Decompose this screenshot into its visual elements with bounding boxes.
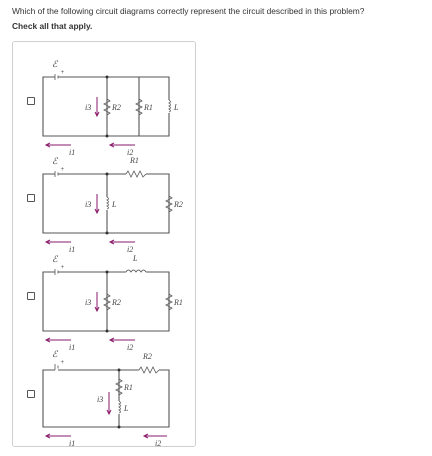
circuit-diagram-4: ℰ + R2 R1 L i3 i1 i2 xyxy=(42,349,170,447)
option-3-checkbox[interactable] xyxy=(27,292,35,300)
emf-label: ℰ xyxy=(52,156,59,166)
r2-label: R2 xyxy=(111,298,121,307)
r2-label: R2 xyxy=(173,200,183,209)
option-2-checkbox[interactable] xyxy=(27,194,35,202)
i1-label: i1 xyxy=(69,245,75,254)
i3-label: i3 xyxy=(97,395,103,404)
question-instruction: Check all that apply. xyxy=(12,21,93,31)
r1-label: R1 xyxy=(123,383,133,392)
inductor-symbol xyxy=(125,269,147,273)
junction-dot xyxy=(105,134,109,138)
i3-label: i3 xyxy=(85,298,91,307)
circuit-loop xyxy=(42,369,170,428)
option-2: ℰ + R1 L R2 i3 i1 xyxy=(13,154,197,254)
r1-label: R1 xyxy=(173,298,183,307)
resistor-r1-symbol xyxy=(165,293,173,311)
i1-label: i1 xyxy=(69,343,75,352)
circuit-diagram-3: ℰ + L R2 R1 i3 i1 i2 xyxy=(42,254,183,352)
junction-dot xyxy=(105,231,109,235)
i2-label: i2 xyxy=(127,148,133,157)
emf-label: ℰ xyxy=(52,254,59,264)
junction-dot xyxy=(105,270,109,274)
r1-label: R1 xyxy=(129,156,139,165)
resistor-r1-symbol xyxy=(125,170,147,178)
option-4-checkbox[interactable] xyxy=(27,390,35,398)
junction-dot xyxy=(117,425,121,429)
option-4: ℰ + R2 R1 L i3 i1 i2 xyxy=(13,347,197,447)
circuit-diagram-2: ℰ + R1 L R2 i3 i1 xyxy=(42,156,183,254)
circuit-loop xyxy=(42,271,170,332)
junction-dot xyxy=(105,75,109,79)
i1-label: i1 xyxy=(69,148,75,157)
r2-label: R2 xyxy=(142,352,152,361)
resistor-r1-symbol xyxy=(115,378,123,396)
i2-label: i2 xyxy=(127,343,133,352)
option-1-checkbox[interactable] xyxy=(27,97,35,105)
resistor-r1-symbol xyxy=(135,98,143,116)
battery-plus: + xyxy=(60,68,65,76)
resistor-r2-symbol xyxy=(103,98,111,116)
battery-plus: + xyxy=(60,263,65,271)
inductor-symbol xyxy=(168,99,171,113)
circuit-diagram-1: ℰ + R2 R1 L i3 i1 xyxy=(42,59,179,157)
option-3: ℰ + L R2 R1 i3 i1 i2 xyxy=(13,252,197,352)
i2-label: i2 xyxy=(127,245,133,254)
inductor-symbol xyxy=(106,196,109,210)
i3-label: i3 xyxy=(85,200,91,209)
emf-label: ℰ xyxy=(52,349,59,359)
l-label: L xyxy=(111,200,117,209)
l-label: L xyxy=(132,254,138,263)
option-1: ℰ + R2 R1 L i3 i1 xyxy=(13,57,197,157)
question-text: Which of the following circuit diagrams … xyxy=(12,6,365,16)
junction-dot xyxy=(105,172,109,176)
junction-dot xyxy=(117,368,121,372)
question-block: Which of the following circuit diagrams … xyxy=(12,6,422,32)
r1-label: R1 xyxy=(143,103,153,112)
resistor-r2-symbol xyxy=(138,366,160,374)
inductor-symbol xyxy=(118,400,121,414)
battery-plus: + xyxy=(60,358,65,366)
junction-dot xyxy=(105,329,109,333)
i2-label: i2 xyxy=(155,439,161,447)
options-panel: ℰ + R2 R1 L i3 i1 xyxy=(12,41,196,447)
i1-label: i1 xyxy=(69,439,75,447)
battery-plus: + xyxy=(60,165,65,173)
emf-label: ℰ xyxy=(52,59,59,69)
r2-label: R2 xyxy=(111,103,121,112)
resistor-r2-symbol xyxy=(103,293,111,311)
l-label: L xyxy=(123,404,129,413)
i3-label: i3 xyxy=(85,103,91,112)
resistor-r2-symbol xyxy=(165,195,173,213)
l-label: L xyxy=(173,103,179,112)
